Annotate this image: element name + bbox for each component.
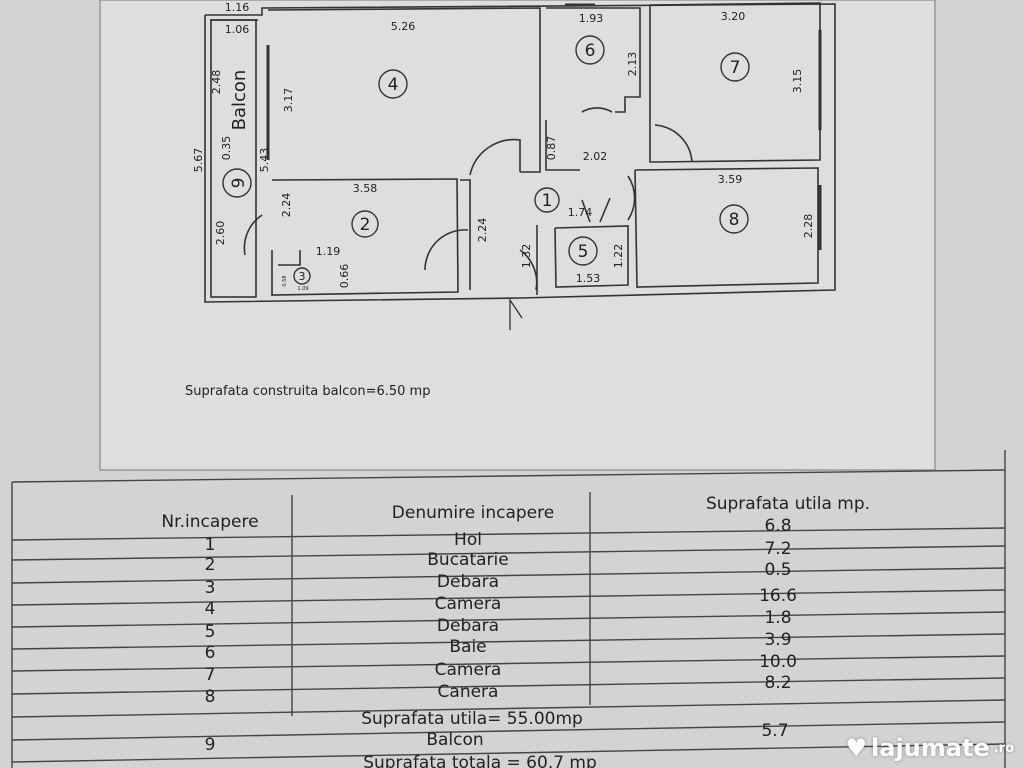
header-name: Denumire incapere <box>392 503 554 523</box>
dimension: 2.24 <box>280 193 293 218</box>
table-row: 3 Debara 0.5 <box>205 560 792 598</box>
dimension: 2.24 <box>476 218 489 243</box>
row-nr: 4 <box>205 599 216 619</box>
row-nr: 6 <box>205 643 216 663</box>
room-number: 6 <box>585 41 596 61</box>
row-name: Debara <box>437 616 499 636</box>
dimension: 3.59 <box>718 173 743 186</box>
room-numbers: 1 2 3 4 5 6 7 8 9 <box>222 35 750 285</box>
area-table <box>11 450 1006 768</box>
dimension: 1.16 <box>225 1 250 14</box>
room-number: 8 <box>729 210 740 230</box>
row-name: Canera <box>438 682 499 702</box>
row-name: Baie <box>449 637 486 657</box>
row-area: 10.0 <box>759 652 797 672</box>
table-row: 4 Camera 16.6 <box>205 586 797 619</box>
row-name: Camera <box>435 594 502 614</box>
table-row: 7 Camera 10.0 <box>205 652 797 685</box>
dimension: 5.43 <box>258 148 271 173</box>
dimension: 1.22 <box>612 244 625 269</box>
dimension: 2.48 <box>210 70 223 95</box>
table-row: 1 Hol 6.8 <box>205 516 792 555</box>
dimension: 0.87 <box>545 136 558 161</box>
room-number: 2 <box>360 215 371 235</box>
row-nr: 2 <box>205 555 216 575</box>
usable-total: Suprafata utila= 55.00mp <box>361 709 583 729</box>
row-nr: 9 <box>205 735 216 755</box>
dimension: 2.02 <box>583 150 608 163</box>
table-row: 8 Canera 8.2 <box>205 673 792 707</box>
dimension: 1.32 <box>520 244 533 269</box>
row-area: 6.8 <box>764 516 791 536</box>
row-area: 3.9 <box>764 630 791 650</box>
dimension: 3.58 <box>353 182 378 195</box>
row-name: Bucatarie <box>427 550 508 570</box>
row-name: Camera <box>435 660 502 680</box>
room-number: 1 <box>542 191 553 211</box>
balcony-area-note: Suprafata construita balcon=6.50 mp <box>185 384 430 399</box>
watermark-brand: lajumate <box>871 734 990 762</box>
dimension-labels: 1.16 1.06 5.26 1.93 3.20 2.48 3.17 5.67 … <box>192 1 815 292</box>
dimension: 1.53 <box>576 272 601 285</box>
dimension: 5.26 <box>391 20 416 33</box>
dimension: 3.17 <box>282 88 295 113</box>
table-row: 6 Baie 3.9 <box>205 630 792 663</box>
row-area: 5.7 <box>761 721 788 741</box>
dimension: 1.19 <box>316 245 341 258</box>
row-area: 1.8 <box>764 608 791 628</box>
dimension: 2.13 <box>626 52 639 77</box>
row-nr: 7 <box>205 665 216 685</box>
floor-plan <box>204 2 836 330</box>
dimension: 3.15 <box>791 69 804 94</box>
watermark-tld: .ro <box>993 740 1014 756</box>
row-nr: 3 <box>205 578 216 598</box>
dimension: 1.74 <box>568 206 593 219</box>
row-name: Debara <box>437 572 499 592</box>
dimension: 1.93 <box>579 12 604 25</box>
grand-total: Suprafata totala = 60.7 mp <box>363 753 597 768</box>
row-name: Hol <box>454 530 482 550</box>
row-nr: 8 <box>205 687 216 707</box>
header-nr: Nr.incapere <box>161 512 258 532</box>
row-area: 7.2 <box>764 539 791 559</box>
dimension: 0.35 <box>220 136 233 161</box>
dimension: 0.58 <box>282 275 288 286</box>
dimension: 2.28 <box>802 214 815 239</box>
dimension: 1.09 <box>297 286 308 292</box>
room-number: 4 <box>388 75 399 95</box>
plan-sheet <box>99 0 936 471</box>
room-number: 9 <box>229 178 249 189</box>
row-nr: 5 <box>205 622 216 642</box>
dimension: 5.67 <box>192 148 205 173</box>
row-nr: 1 <box>205 535 216 555</box>
row-area: 0.5 <box>764 560 791 580</box>
dimension: 1.06 <box>225 23 250 36</box>
room-number: 3 <box>299 270 306 283</box>
dimension: 0.66 <box>338 264 351 289</box>
lajumate-watermark: ♥ lajumate.ro <box>846 734 1014 762</box>
table-row: 5 Debara 1.8 <box>205 608 792 642</box>
table-text: Nr.incapere Denumire incapere Suprafata … <box>161 494 870 768</box>
table-row: 2 Bucatarie 7.2 <box>205 539 792 575</box>
dimension: 3.20 <box>721 10 746 23</box>
row-area: 16.6 <box>759 586 797 606</box>
dimension: 2.60 <box>214 221 227 246</box>
row-name: Balcon <box>426 730 483 750</box>
watermark-logo-icon: ♥ <box>845 734 868 762</box>
balcony-label: Balcon <box>229 70 250 131</box>
header-area: Suprafata utila mp. <box>706 494 870 514</box>
room-number: 5 <box>578 242 589 262</box>
row-area: 8.2 <box>764 673 791 693</box>
room-number: 7 <box>730 58 741 78</box>
